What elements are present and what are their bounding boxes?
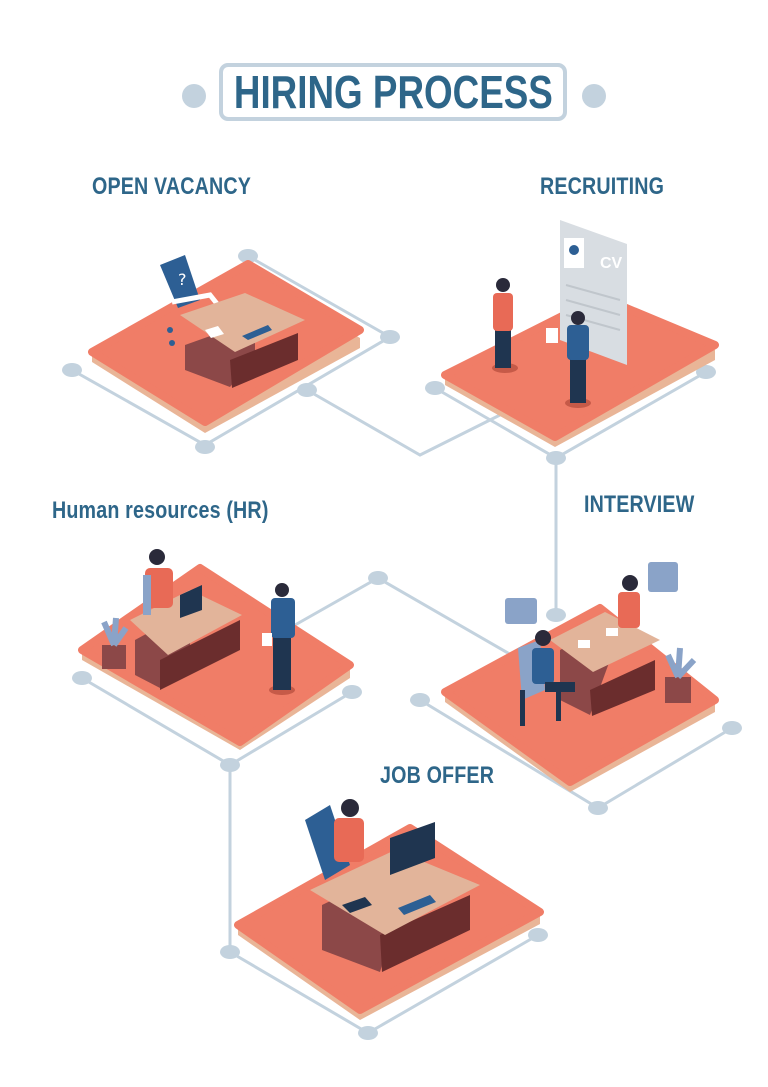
hr-person-seated [143, 549, 173, 615]
step-label-job-offer: JOB OFFER [380, 762, 495, 789]
recruiter-person [492, 278, 518, 373]
title-banner: HIRING PROCESS [219, 63, 567, 121]
speech-bubbles [505, 562, 678, 624]
candidate-person [546, 311, 591, 408]
step-label-recruiting: RECRUITING [540, 173, 665, 200]
cv-text: CV [600, 255, 623, 272]
title-left-dot [182, 84, 206, 108]
interviewee-person [518, 630, 575, 726]
plant-hr [101, 617, 129, 669]
connector-nodes [62, 249, 742, 1040]
hr-desk [130, 585, 242, 690]
hr-visitor-person [262, 583, 295, 695]
title-right-dot [582, 84, 606, 108]
desk-open-vacancy [180, 293, 305, 388]
step-label-hr: Human resources (HR) [52, 497, 269, 524]
job-offer-person [334, 799, 364, 862]
empty-chair: ? [160, 255, 220, 346]
step-label-interview: INTERVIEW [584, 491, 695, 518]
step-label-open-vacancy: OPEN VACANCY [92, 173, 252, 200]
question-mark: ? [178, 270, 187, 289]
plant-interview [665, 647, 697, 703]
interviewer-person [618, 575, 640, 628]
job-offer-desk [310, 822, 480, 972]
page-title: HIRING PROCESS [233, 66, 553, 118]
